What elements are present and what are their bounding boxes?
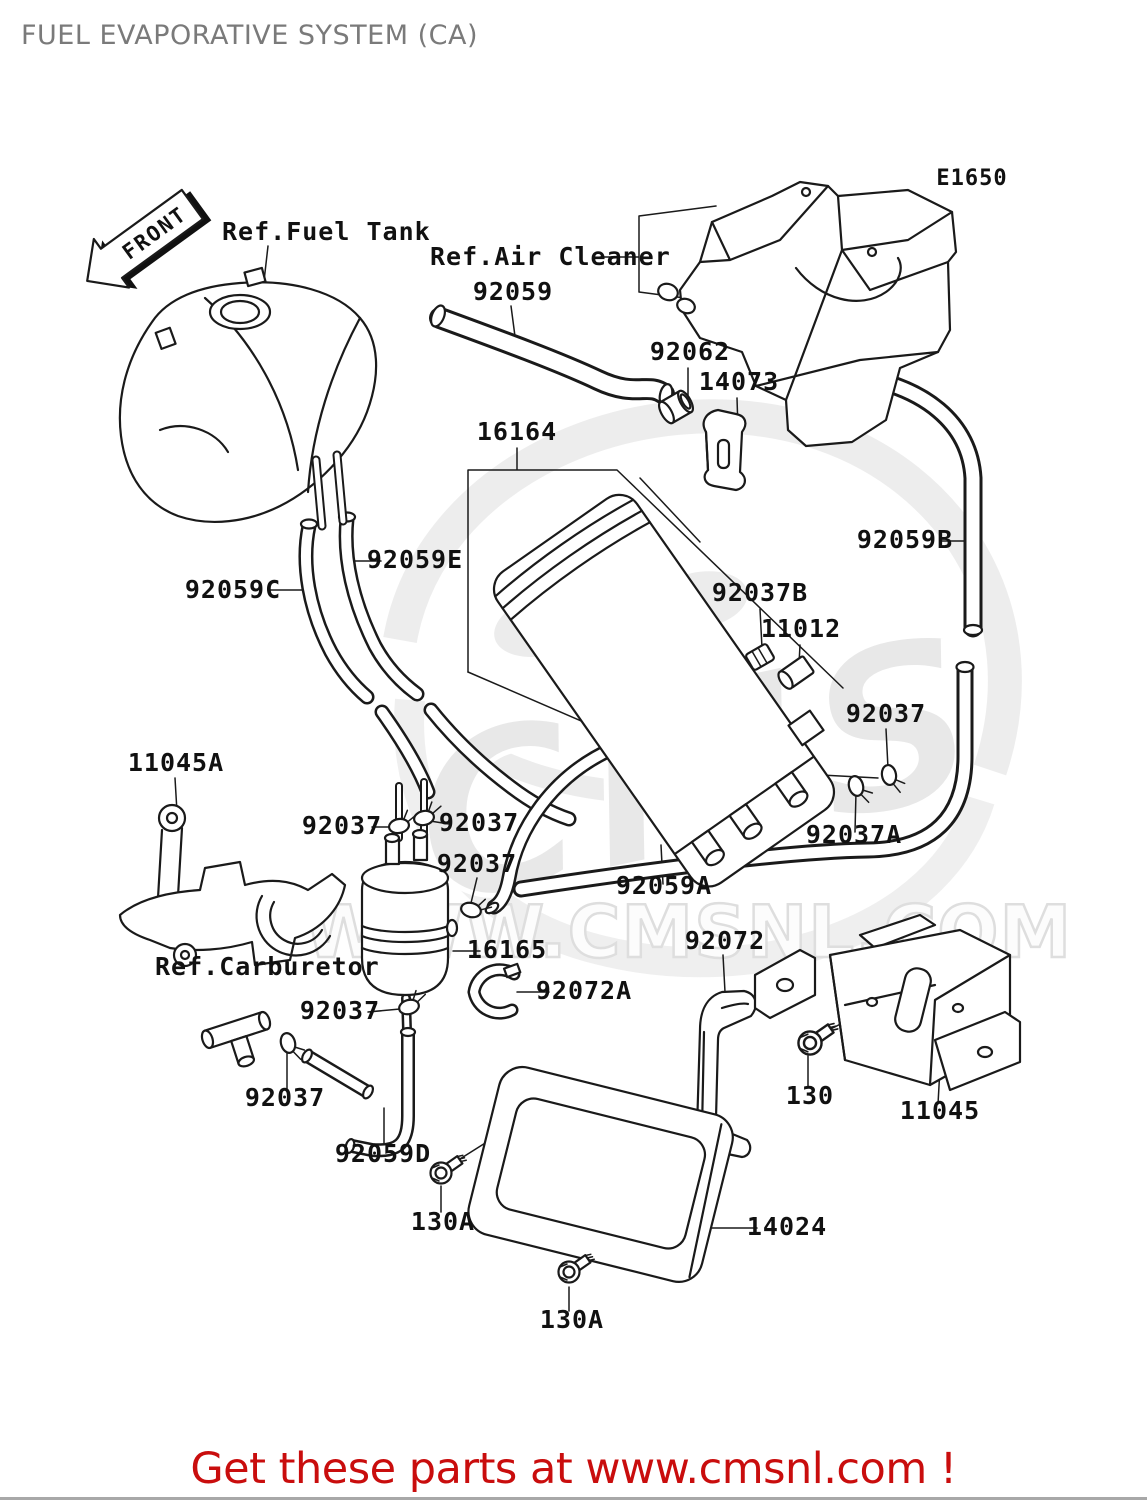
part-label-11045A: 11045A — [128, 748, 224, 777]
ref-label-fuel-tank: Ref.Fuel Tank — [222, 217, 431, 246]
part-label-92037-c: 92037 — [437, 849, 517, 878]
part-label-92059B: 92059B — [857, 525, 953, 554]
part-label-92062: 92062 — [650, 337, 730, 366]
bracket-11045 — [753, 913, 1022, 1092]
ref-label-carburetor: Ref.Carburetor — [155, 952, 380, 981]
air-cleaner — [657, 180, 958, 448]
diagram-labels: Ref.Fuel Tank Ref.Air Cleaner Ref.Carbur… — [128, 166, 1007, 1334]
part-label-92037-e: 92037 — [245, 1083, 325, 1112]
carburetor-fitting — [200, 1010, 272, 1068]
part-label-92037-r: 92037 — [846, 699, 926, 728]
hoses — [298, 304, 984, 1158]
clamp-92037B — [745, 643, 775, 671]
part-label-92059D: 92059D — [335, 1139, 431, 1168]
part-label-92059C: 92059C — [185, 575, 281, 604]
canister — [492, 493, 836, 888]
part-label-92037-a: 92037 — [302, 811, 382, 840]
part-label-92059A: 92059A — [616, 871, 712, 900]
bracket-11045A — [118, 803, 347, 968]
part-label-14073: 14073 — [699, 367, 779, 396]
bottom-edge — [0, 1497, 1147, 1500]
part-label-130: 130 — [786, 1081, 834, 1110]
part-label-92059E: 92059E — [367, 545, 463, 574]
part-label-92037-b: 92037 — [439, 808, 519, 837]
duct-14073 — [702, 408, 747, 492]
part-label-92037B: 92037B — [712, 578, 808, 607]
part-label-92072: 92072 — [685, 926, 765, 955]
sleeve-92062 — [657, 389, 695, 425]
part-label-92072A: 92072A — [536, 976, 632, 1005]
part-label-16165: 16165 — [467, 935, 547, 964]
part-label-130A-2: 130A — [540, 1305, 604, 1334]
sleeve-11012 — [777, 655, 815, 690]
part-label-16164: 16164 — [477, 417, 557, 446]
page-title: FUEL EVAPORATIVE SYSTEM (CA) — [21, 20, 478, 51]
ref-label-air-cleaner: Ref.Air Cleaner — [430, 242, 671, 271]
part-label-11045: 11045 — [900, 1096, 980, 1125]
diagram-code: E1650 — [936, 166, 1007, 191]
part-label-130A-1: 130A — [411, 1207, 475, 1236]
fuel-filter — [360, 828, 459, 997]
fuel-tank — [118, 266, 378, 531]
cover-14024 — [467, 1065, 734, 1283]
part-label-92059: 92059 — [473, 277, 553, 306]
part-label-92037-d: 92037 — [300, 996, 380, 1025]
part-label-92037A: 92037A — [806, 820, 902, 849]
footer-link[interactable]: Get these parts at www.cmsnl.com ! — [190, 1444, 957, 1494]
part-label-14024: 14024 — [747, 1212, 827, 1241]
part-label-11012: 11012 — [761, 614, 841, 643]
